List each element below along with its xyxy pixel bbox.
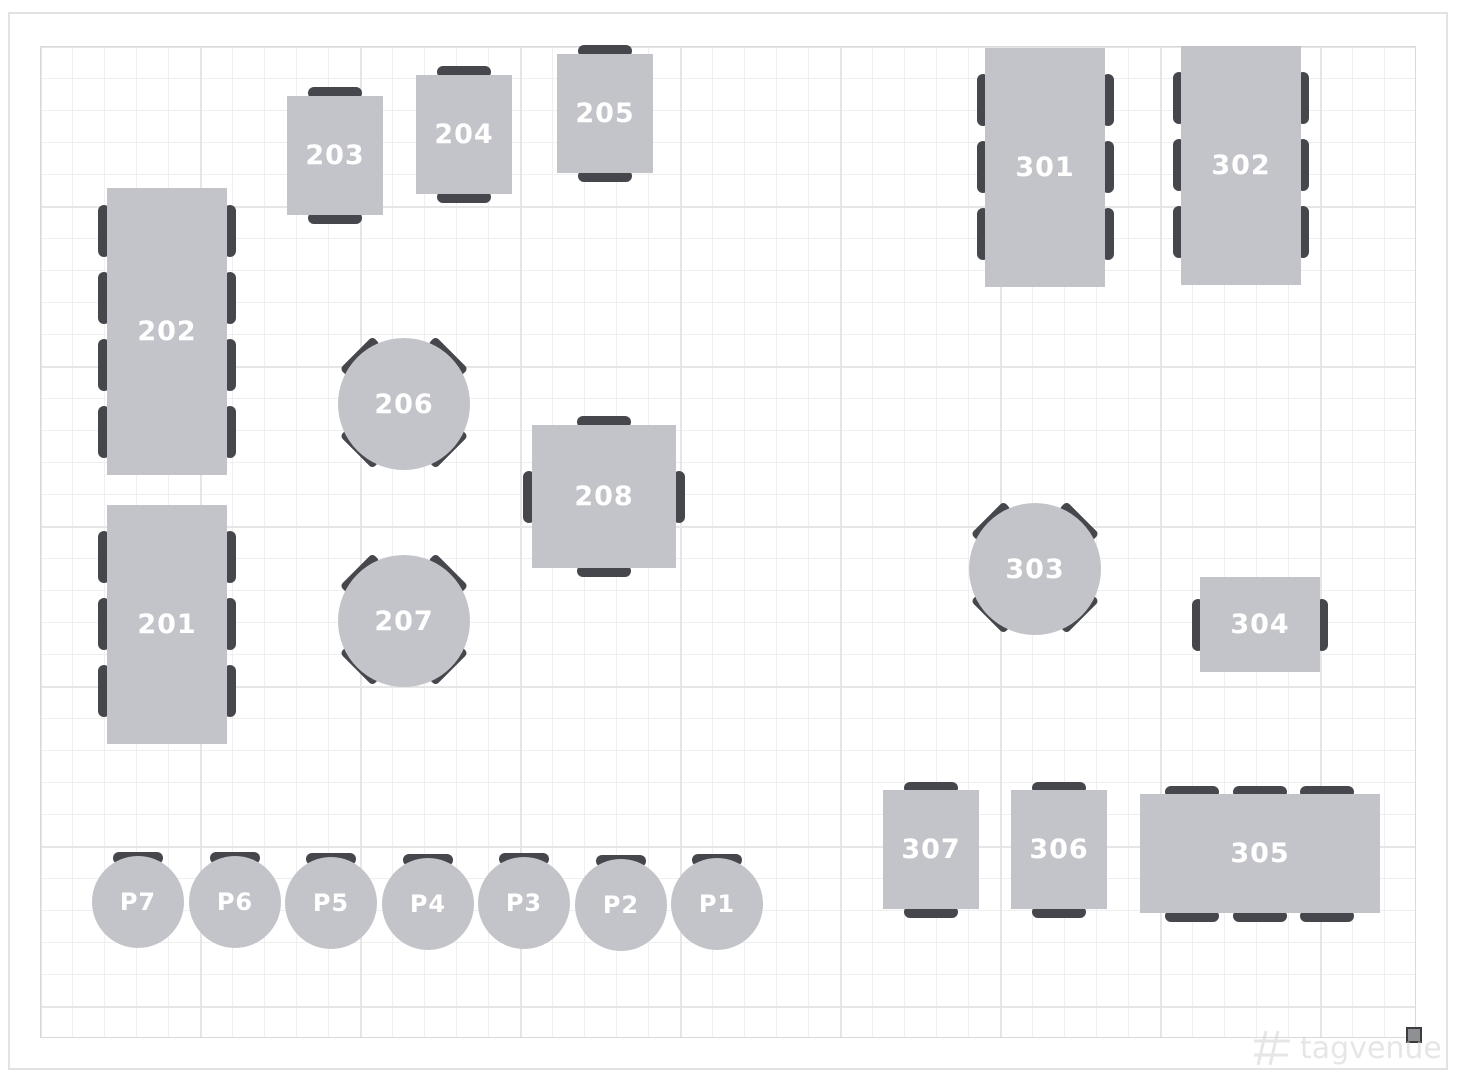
table-306[interactable]: 306 [1011,790,1107,909]
chair [224,205,236,257]
table-208[interactable]: 208 [532,425,676,568]
table-p1[interactable]: P1 [671,858,763,950]
table-label: P4 [409,890,447,918]
resize-handle[interactable] [1406,1027,1422,1043]
chair [224,272,236,324]
chair [1102,208,1114,260]
floorplan-frame [8,12,1448,1070]
table-307[interactable]: 307 [883,790,979,909]
table-label: P5 [312,889,350,917]
chair [904,906,958,918]
table-label: P2 [602,891,640,919]
chair [224,598,236,650]
table-label: 307 [901,834,961,865]
table-301[interactable]: 301 [985,48,1105,287]
table-303[interactable]: 303 [969,503,1101,635]
table-label: 305 [1230,838,1290,869]
tagvenue-logo-icon [1254,1030,1290,1066]
table-207[interactable]: 207 [338,555,470,687]
table-304[interactable]: 304 [1200,577,1320,672]
table-label: 201 [137,609,197,640]
chair [673,471,685,523]
chair [308,212,362,224]
table-p3[interactable]: P3 [478,857,570,949]
chair [578,170,632,182]
table-p7[interactable]: P7 [92,856,184,948]
table-205[interactable]: 205 [557,54,653,173]
table-p4[interactable]: P4 [382,858,474,950]
table-201[interactable]: 201 [107,505,227,744]
table-label: 207 [374,605,434,637]
chair [1300,910,1354,922]
table-label: 205 [575,98,635,129]
table-206[interactable]: 206 [338,338,470,470]
table-p6[interactable]: P6 [189,856,281,948]
chair [224,339,236,391]
chair [224,665,236,717]
table-label: P3 [505,889,543,917]
chair [1102,141,1114,193]
chair [1165,910,1219,922]
chair [224,531,236,583]
table-302[interactable]: 302 [1181,46,1301,285]
watermark: tagvenue [1252,1026,1442,1070]
table-label: 206 [374,388,434,420]
watermark-text: tagvenue [1300,1030,1442,1066]
chair [437,191,491,203]
chair [1233,910,1287,922]
table-label: 304 [1230,609,1290,640]
table-204[interactable]: 204 [416,75,512,194]
table-label: 203 [305,140,365,171]
table-label: 204 [434,119,494,150]
table-label: P6 [216,888,254,916]
table-p2[interactable]: P2 [575,859,667,951]
table-label: 208 [574,481,634,512]
chair [577,565,631,577]
table-label: 301 [1015,152,1075,183]
table-202[interactable]: 202 [107,188,227,475]
table-label: 306 [1029,834,1089,865]
table-203[interactable]: 203 [287,96,383,215]
table-label: 303 [1005,553,1065,585]
table-label: P7 [119,888,157,916]
table-label: 202 [137,316,197,347]
table-305[interactable]: 305 [1140,794,1380,913]
chair [1102,74,1114,126]
chair [1032,906,1086,918]
table-label: 302 [1211,150,1271,181]
table-label: P1 [698,890,736,918]
table-p5[interactable]: P5 [285,857,377,949]
chair [224,406,236,458]
